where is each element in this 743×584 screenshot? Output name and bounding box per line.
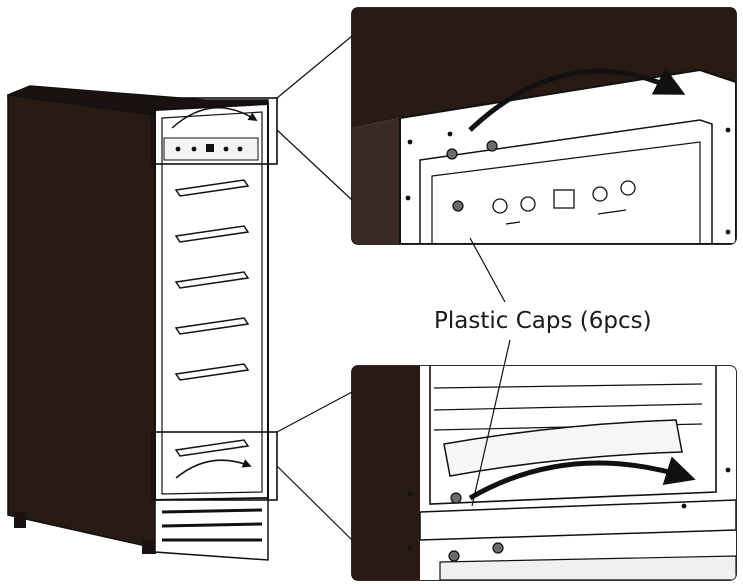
bottom-detail-inset [351,365,737,581]
base-grille [154,497,269,561]
zoom-connectors [276,35,353,541]
curved-arrow-icon [468,456,696,501]
shelf-roller [443,419,683,477]
top-highlight-box [151,97,278,165]
control-panel-detail [492,180,636,225]
plastic-cap-icon [446,140,498,212]
cabinet-side-panel [7,94,156,549]
wine-shelves [174,179,250,457]
top-detail-inset [351,7,737,245]
plastic-cap-icon [448,492,504,562]
curved-arrow-icon [175,459,252,479]
wine-cooler-cabinet [7,85,269,561]
control-panel [163,137,259,161]
curved-arrow-icon [468,67,686,132]
callout-leader-lines [469,237,511,507]
curved-arrow-icon [171,107,258,129]
callout-label: Plastic Caps (6pcs) [434,308,652,334]
